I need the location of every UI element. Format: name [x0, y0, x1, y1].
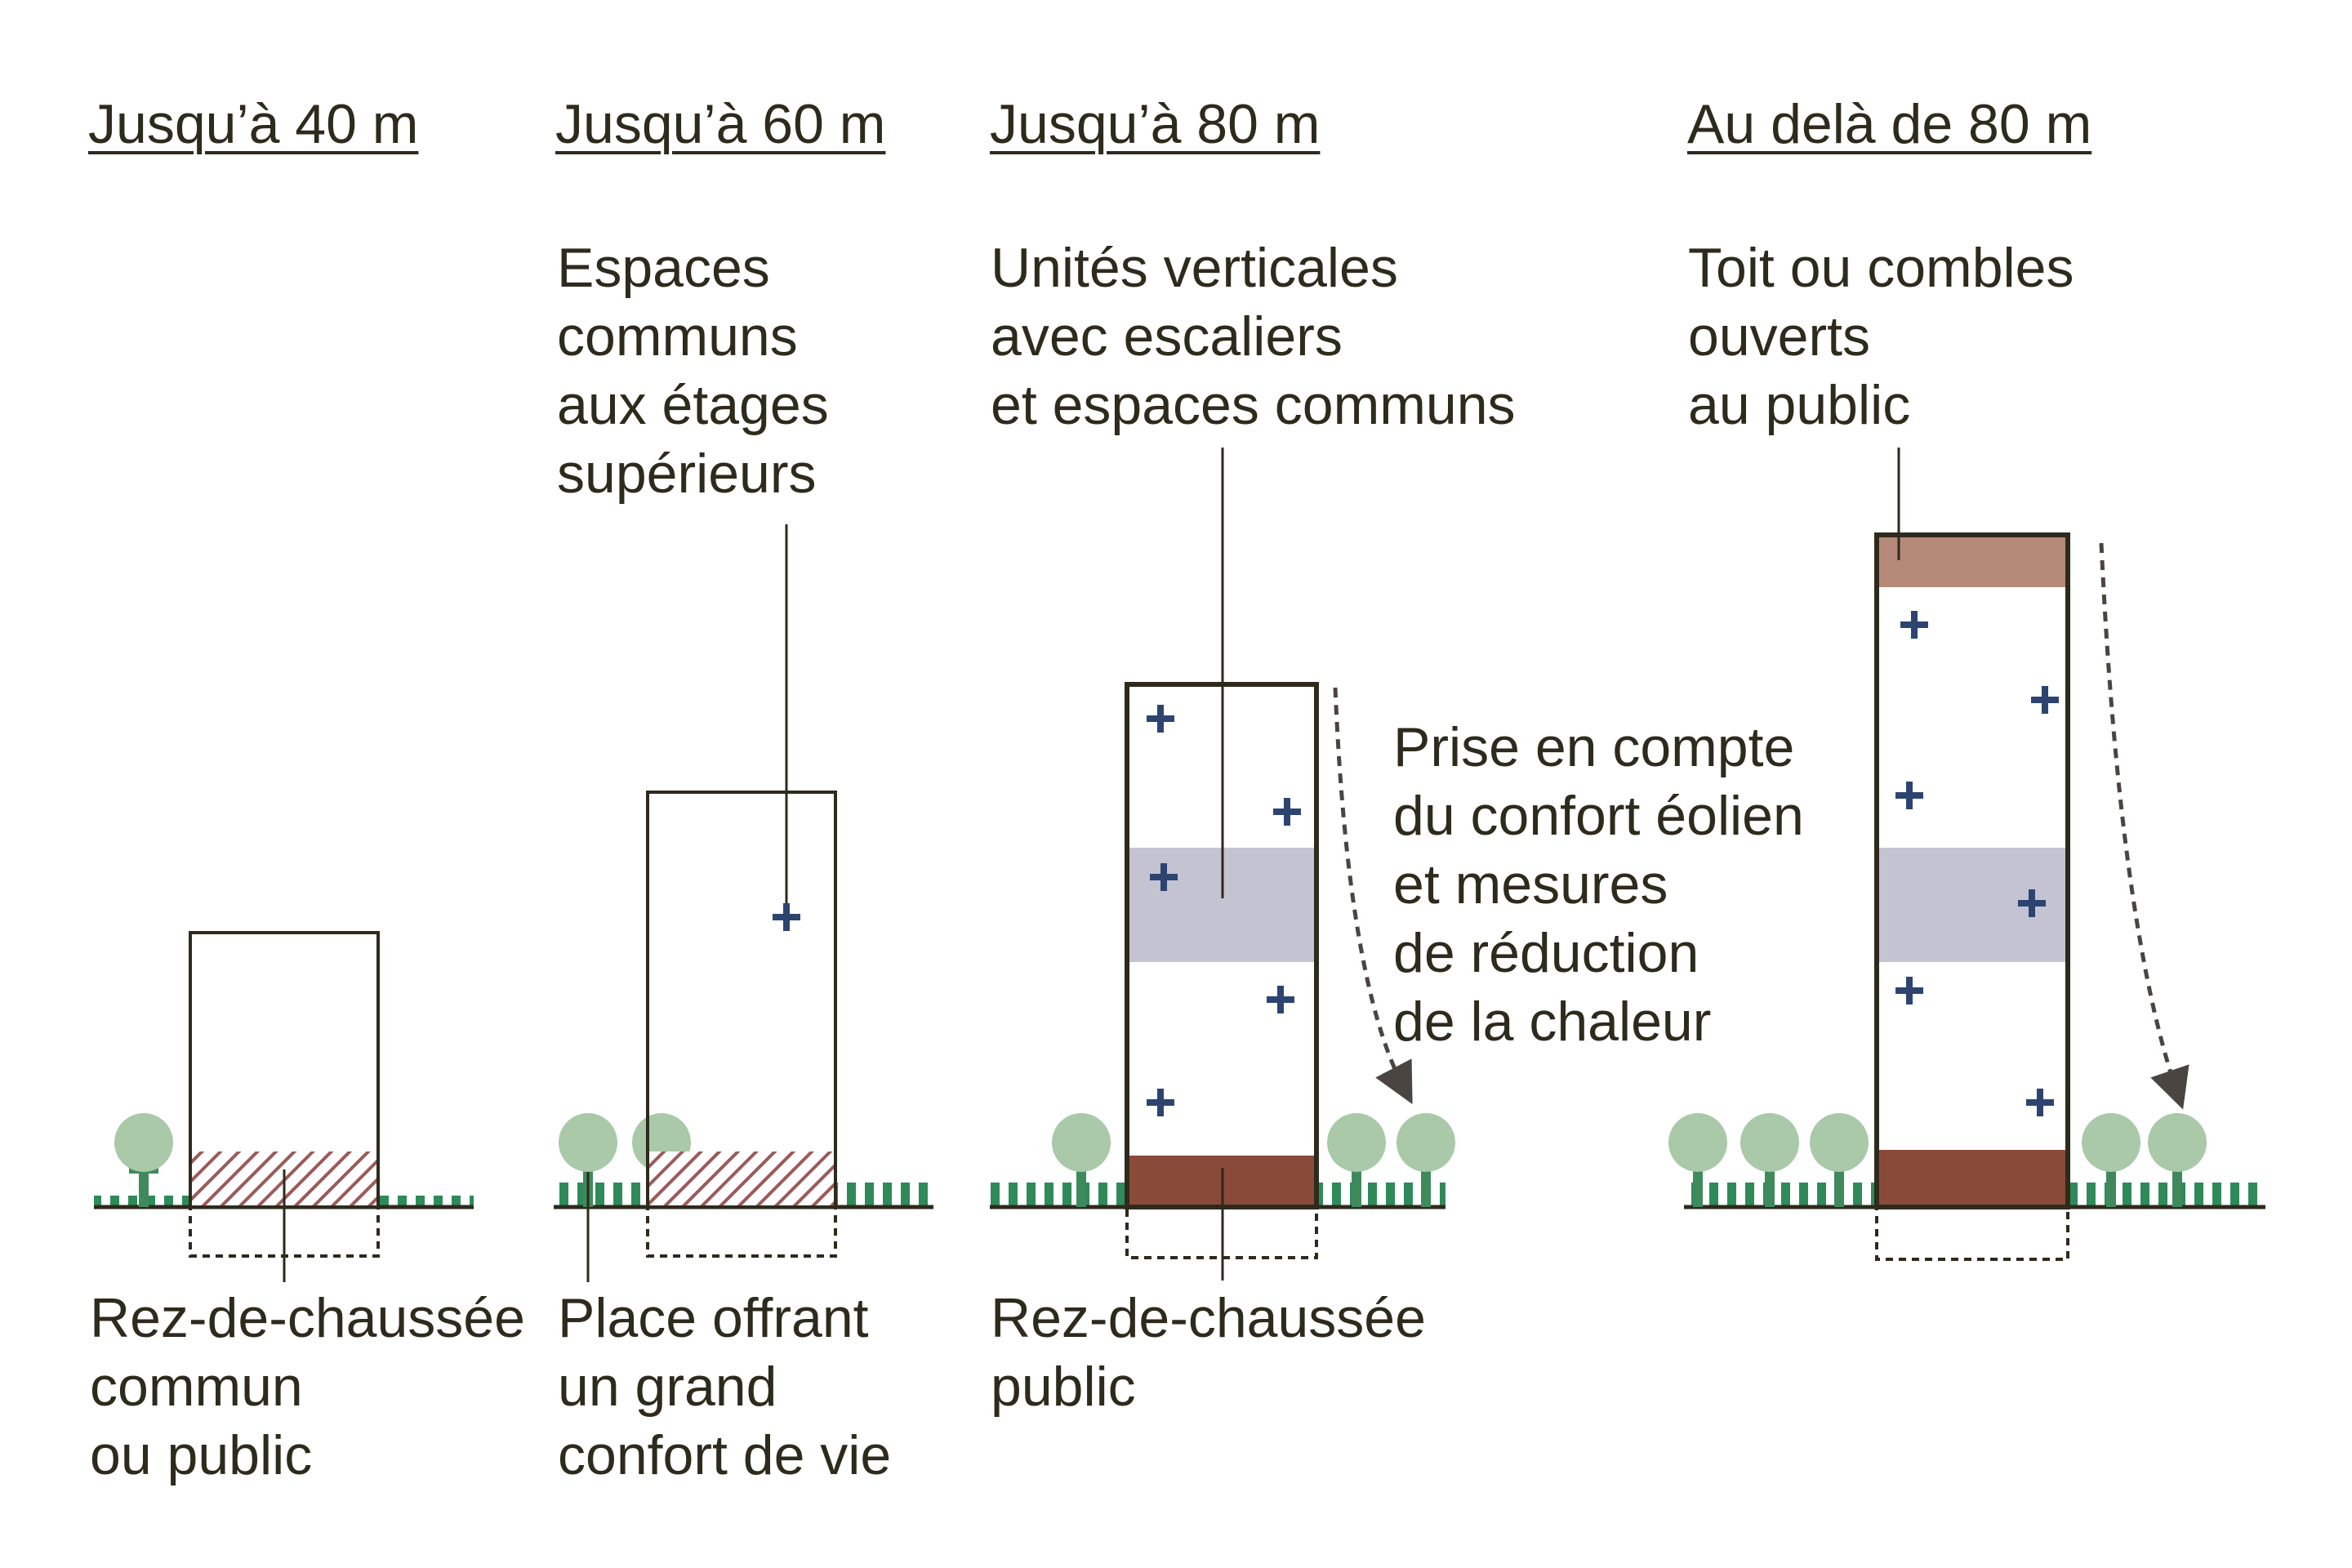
- basement-outline: [1875, 1205, 2069, 1261]
- tree: [1810, 1113, 1869, 1207]
- column-title: Jusqu’à 80 m: [990, 93, 1321, 155]
- column-80m: [990, 448, 1455, 1281]
- cross-icon: [2031, 686, 2059, 714]
- label-comfortable-square: Place offrant un grand confort de vie: [558, 1287, 892, 1486]
- cross-icon: [1147, 1089, 1174, 1116]
- cross-icon: [1895, 782, 1923, 809]
- column-title: Jusqu’à 60 m: [555, 93, 886, 155]
- cross-icon: [2018, 889, 2046, 917]
- tree: [1740, 1113, 1799, 1207]
- cross-icon: [773, 903, 800, 931]
- tree: [1052, 1113, 1111, 1207]
- tree: [1396, 1113, 1455, 1207]
- column-title: Jusqu’à 40 m: [88, 93, 419, 155]
- tree: [2082, 1113, 2140, 1207]
- label-upper-common-spaces: Espaces communs aux étages supérieurs: [557, 237, 829, 505]
- open-roof: [1878, 537, 2066, 587]
- label-vertical-units: Unités verticales avec escaliers et espa…: [991, 237, 1516, 436]
- cross-icon: [2026, 1089, 2054, 1116]
- basement-outline: [646, 1205, 837, 1258]
- label-public-ground-floor: Rez-de-chaussée public: [991, 1287, 1426, 1418]
- public-ground-floor: [1878, 1150, 2066, 1207]
- label-open-roof: Toit ou combles ouverts au public: [1688, 237, 2074, 436]
- label-shared-ground-floor: Rez-de-chaussée commun ou public: [90, 1287, 525, 1486]
- cross-icon: [1895, 977, 1923, 1004]
- wind-arrow: [2099, 542, 2189, 1110]
- cross-icon: [1150, 863, 1178, 891]
- tree: [559, 1113, 617, 1207]
- tree: [1327, 1113, 1386, 1207]
- wind-arrow: [1333, 687, 1413, 1105]
- tree: [114, 1113, 173, 1207]
- cross-icon: [1900, 611, 1928, 639]
- column-title: Au delà de 80 m: [1687, 93, 2092, 155]
- cross-icon: [1273, 798, 1301, 826]
- ground-floor-hatched: [649, 1152, 834, 1205]
- cross-icon: [1267, 986, 1294, 1013]
- tree: [1668, 1113, 1727, 1207]
- column-over-80m: [1668, 448, 2265, 1261]
- cross-icon: [1147, 705, 1174, 733]
- tree: [2148, 1113, 2207, 1207]
- label-wind-comfort: Prise en compte du confort éolien et mes…: [1393, 716, 1804, 1053]
- column-60m: [554, 524, 933, 1282]
- column-40m: [94, 931, 474, 1282]
